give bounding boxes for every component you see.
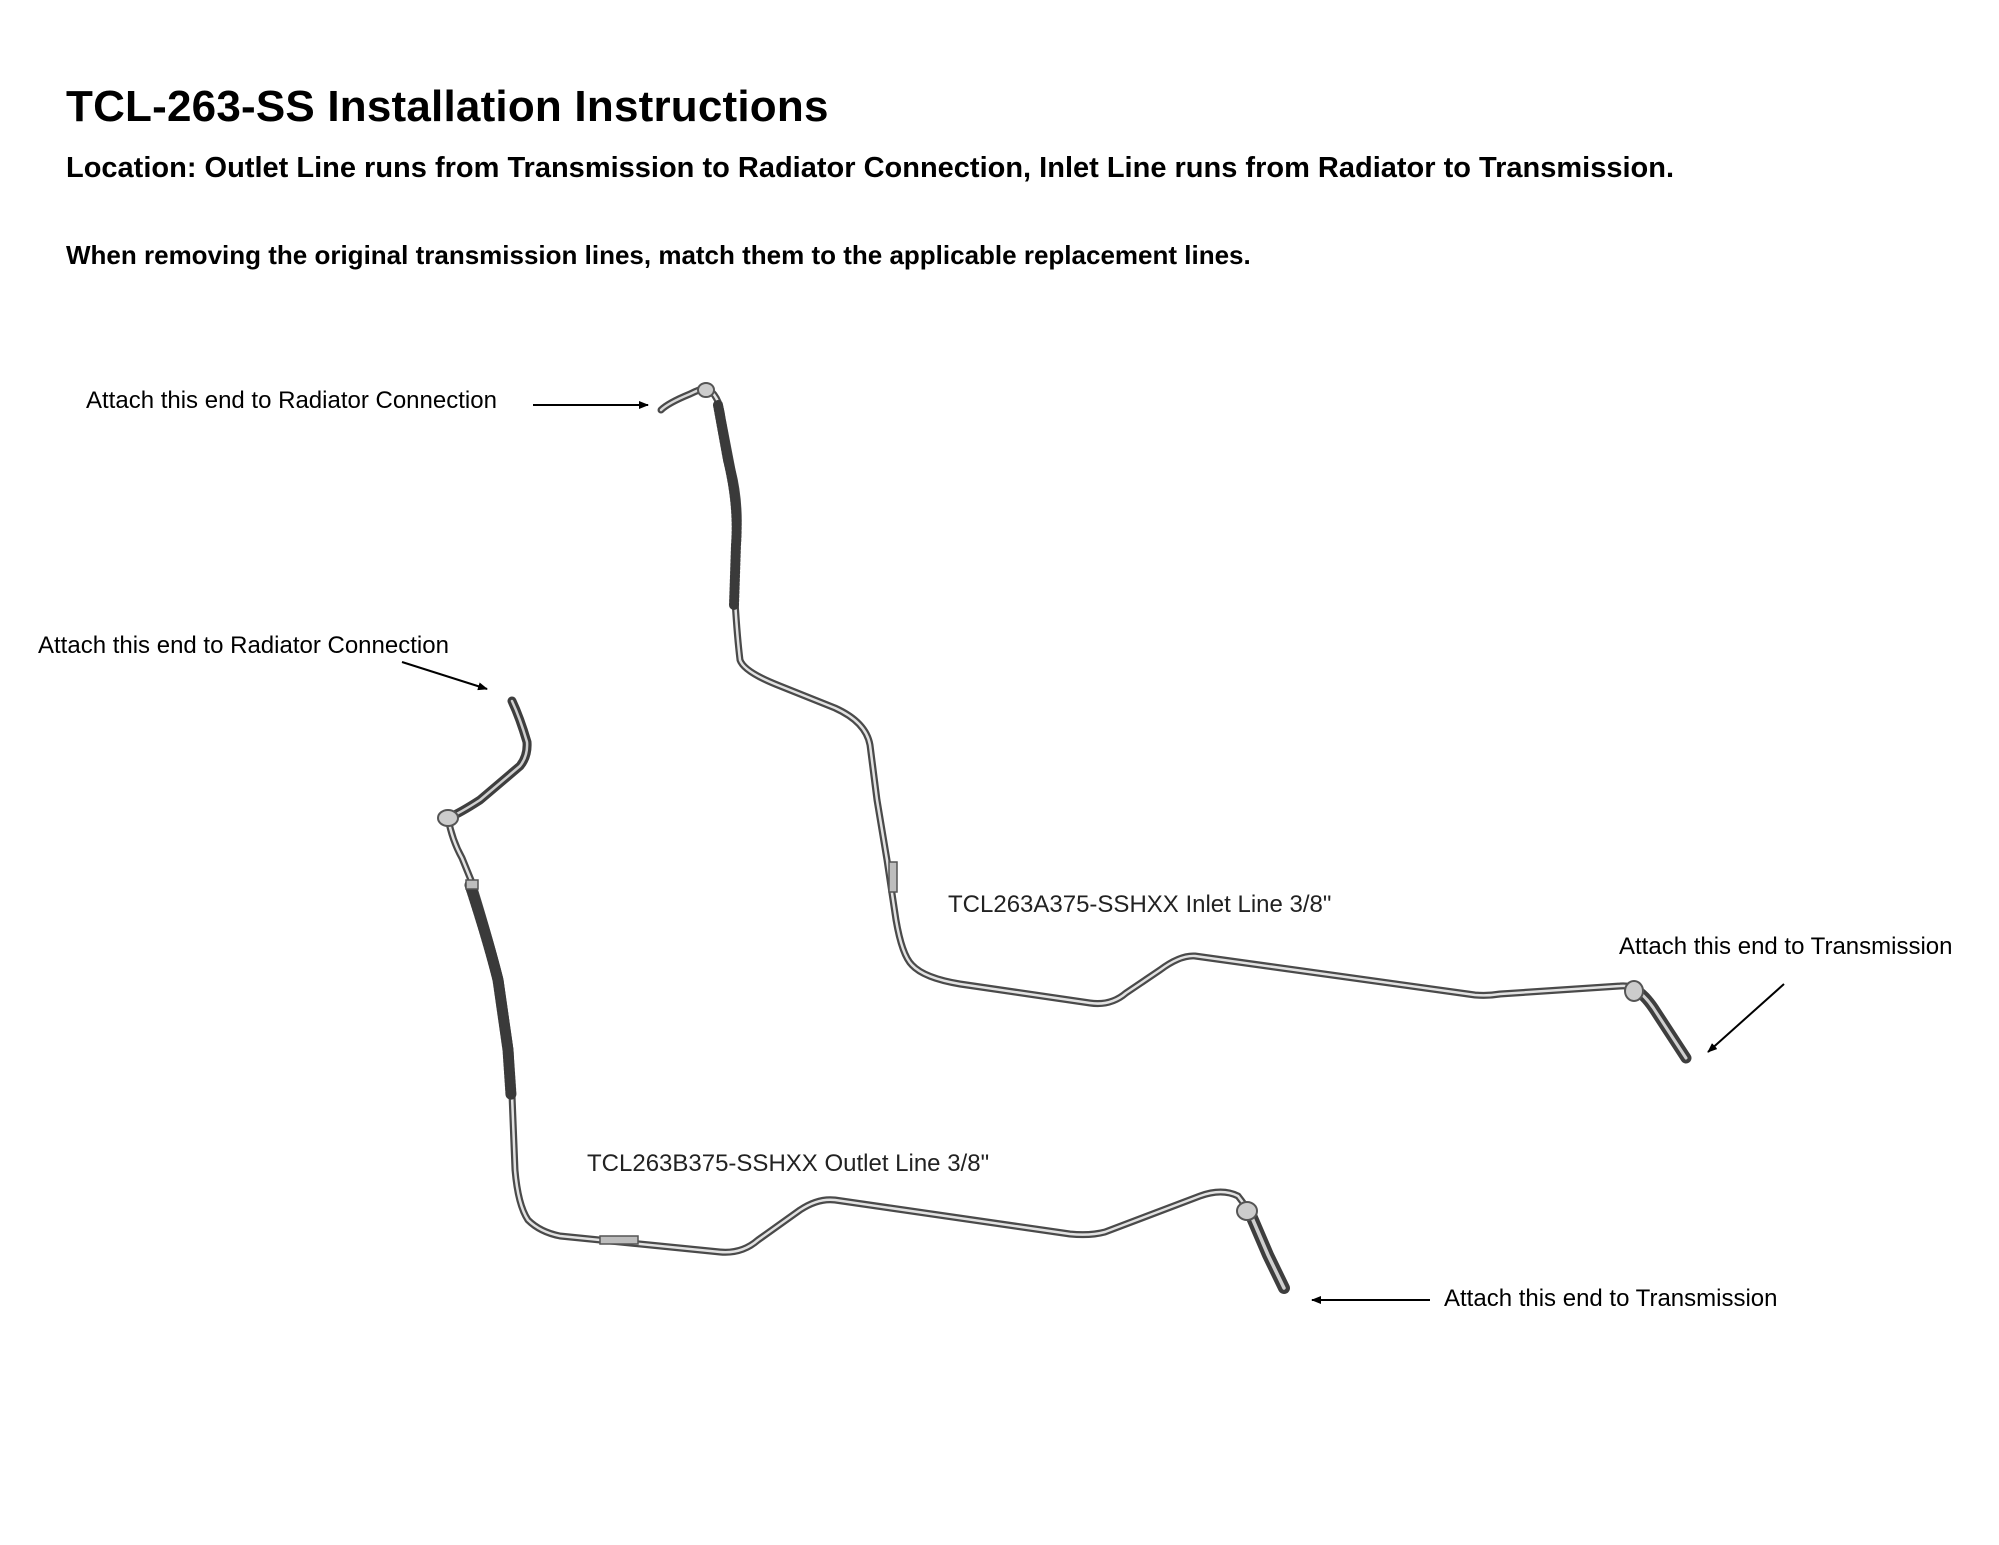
inlet-line-label: TCL263A375-SSHXX Inlet Line 3/8": [948, 891, 1332, 918]
outlet-transmission-fitting: [1236, 1201, 1258, 1221]
outlet-hose-section: [464, 879, 517, 1101]
arrow-outlet-radiator: [401, 661, 488, 691]
callout-inlet-radiator: Attach this end to Radiator Connection: [86, 387, 497, 414]
inlet-part-tag: [888, 861, 898, 893]
outlet-main-tube: [444, 814, 1254, 1256]
callout-outlet-radiator: Attach this end to Radiator Connection: [38, 632, 449, 659]
callout-inlet-transmission: Attach this end to Transmission: [1619, 933, 1953, 960]
outlet-line: [437, 696, 1290, 1294]
inlet-line: [657, 382, 1692, 1064]
outlet-part-tag: [599, 1235, 639, 1245]
outlet-radiator-end-tube: [443, 696, 532, 823]
callout-outlet-transmission: Attach this end to Transmission: [1444, 1285, 1778, 1312]
outlet-radiator-fitting: [437, 809, 459, 827]
arrow-inlet-transmission: [1707, 983, 1785, 1053]
location-text: Location: Outlet Line runs from Transmis…: [66, 152, 1675, 184]
instruction-text: When removing the original transmission …: [66, 240, 1251, 270]
inlet-radiator-fitting: [697, 382, 715, 398]
inlet-transmission-fitting: [1624, 980, 1644, 1002]
inlet-hose-section: [713, 400, 742, 610]
outlet-line-label: TCL263B375-SSHXX Outlet Line 3/8": [587, 1150, 990, 1177]
outlet-hose-collar: [465, 879, 479, 890]
page-title: TCL-263-SS Installation Instructions: [66, 82, 829, 131]
